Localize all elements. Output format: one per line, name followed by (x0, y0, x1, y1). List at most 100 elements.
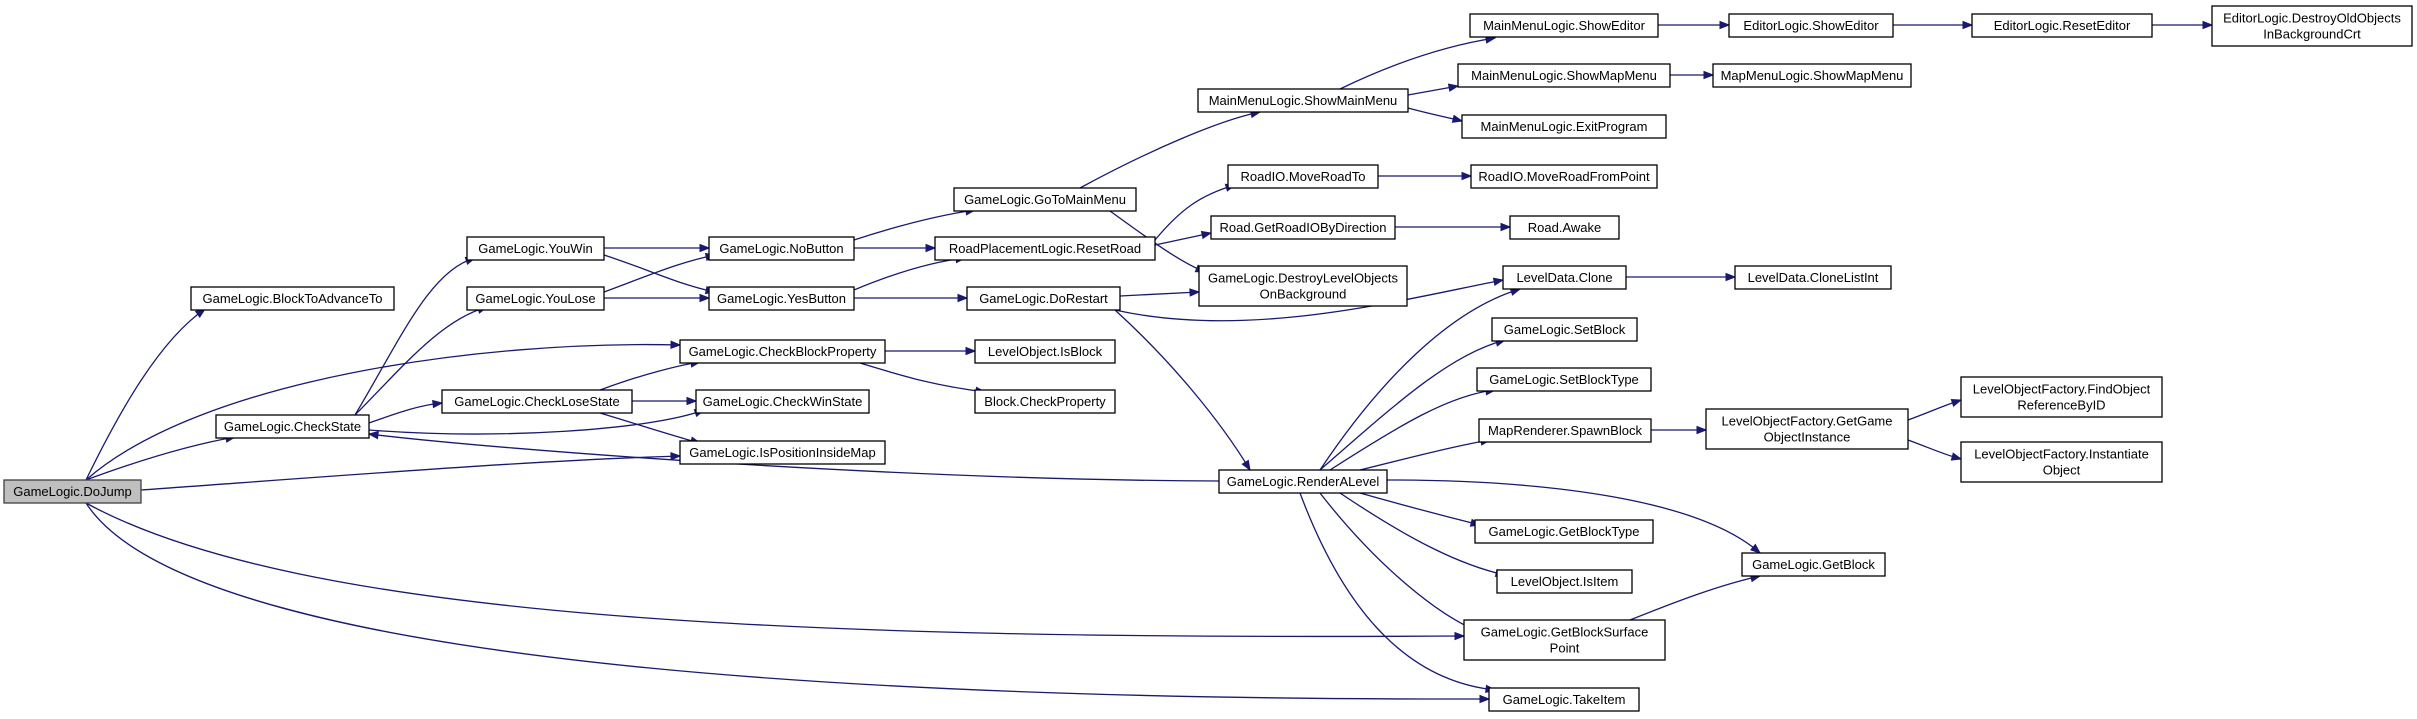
node-label: ObjectInstance (1764, 430, 1851, 445)
node-moveroadfrompoint[interactable]: RoadIO.MoveRoadFromPoint (1470, 164, 1658, 189)
edge-dorestart-to-leveldataclone (1114, 277, 1505, 322)
node-box (1734, 265, 1892, 290)
node-checklosestate[interactable]: GameLogic.CheckLoseState (441, 389, 633, 414)
node-renderalevel[interactable]: GameLogic.RenderALevel (1218, 469, 1388, 494)
edge-spawnblock-to-getgameobjectinstance (1651, 425, 1708, 435)
node-isitem[interactable]: LevelObject.IsItem (1496, 569, 1633, 594)
edge-youlose-to-nobutton (603, 252, 717, 293)
node-gotomainmenu[interactable]: GameLogic.GoToMainMenu (953, 187, 1137, 212)
node-label: GameLogic.DestroyLevelObjects (1208, 271, 1399, 286)
node-box (1210, 215, 1396, 240)
node-box (441, 389, 633, 414)
node-box (1461, 114, 1667, 139)
node-label: LevelObject.IsBlock (988, 344, 1103, 359)
node-showmapmenu[interactable]: MainMenuLogic.ShowMapMenu (1457, 63, 1671, 88)
edge-youwin-to-nobutton (604, 243, 711, 253)
node-box (1491, 317, 1638, 342)
edge-nobutton-to-resetroad (854, 243, 937, 253)
node-box (934, 236, 1156, 261)
node-setblock[interactable]: GameLogic.SetBlock (1491, 317, 1638, 342)
node-dojump[interactable]: GameLogic.DoJump (3, 479, 142, 504)
node-checkstate[interactable]: GameLogic.CheckState (215, 414, 370, 439)
node-box (1488, 687, 1640, 712)
node-box (1463, 619, 1666, 661)
edge-reseteditor-to-destroyoldobjects (2152, 20, 2214, 30)
call-graph-nodes: GameLogic.DoJump GameLogic.BlockToAdvance… (3, 5, 2413, 712)
node-destroyoldobjects[interactable]: EditorLogic.DestroyOldObjectsInBackgroun… (2211, 5, 2413, 47)
node-levelobjectisblock[interactable]: LevelObject.IsBlock (974, 339, 1116, 364)
node-dorestart[interactable]: GameLogic.DoRestart (966, 286, 1121, 311)
edge-checklosestate-to-checkblockproperty (599, 359, 702, 391)
node-box (966, 286, 1121, 311)
call-graph-edges (85, 20, 2214, 704)
node-label: GameLogic.CheckBlockProperty (689, 344, 877, 359)
node-leveldataclone[interactable]: LevelData.Clone (1502, 265, 1627, 290)
node-ispositioninsidemap[interactable]: GameLogic.IsPositionInsideMap (679, 440, 886, 465)
node-box (1469, 13, 1659, 38)
node-box (679, 339, 886, 364)
node-label: LevelData.Clone (1516, 270, 1612, 285)
node-youlose[interactable]: GameLogic.YouLose (466, 286, 605, 311)
node-destroylevelobjects[interactable]: GameLogic.DestroyLevelObjectsOnBackgroun… (1198, 265, 1408, 307)
node-box (1476, 367, 1652, 392)
node-getblock[interactable]: GameLogic.GetBlock (1741, 552, 1886, 577)
node-resetroad[interactable]: RoadPlacementLogic.ResetRoad (934, 236, 1156, 261)
node-label: Road.Awake (1528, 220, 1601, 235)
node-label: GameLogic.YouWin (478, 241, 592, 256)
node-label: LevelObjectFactory.FindObject (1973, 382, 2151, 397)
edge-renderalevel-to-getblocksurfacepoint (1319, 492, 1477, 631)
node-editorshoweditor[interactable]: EditorLogic.ShowEditor (1728, 13, 1894, 38)
node-label: GameLogic.RenderALevel (1227, 474, 1380, 489)
node-label: OnBackground (1260, 287, 1347, 302)
node-label: RoadPlacementLogic.ResetRoad (949, 241, 1141, 256)
node-mapmenushowmapmenu[interactable]: MapMenuLogic.ShowMapMenu (1712, 63, 1912, 88)
node-blocktoadvance[interactable]: GameLogic.BlockToAdvanceTo (190, 286, 395, 311)
node-exitprogram[interactable]: MainMenuLogic.ExitProgram (1461, 114, 1667, 139)
edge-renderalevel-to-takeitem (1299, 492, 1497, 694)
node-label: Point (1550, 641, 1580, 656)
node-getroadiobydirection[interactable]: Road.GetRoadIOByDirection (1210, 215, 1396, 240)
edge-resetroad-to-getroadiobydirection (1154, 230, 1213, 246)
edge-getblocksurfacepoint-to-getblock (1629, 574, 1762, 621)
node-takeitem[interactable]: GameLogic.TakeItem (1488, 687, 1640, 712)
node-checkwinstate[interactable]: GameLogic.CheckWinState (695, 389, 870, 414)
node-moveroadto[interactable]: RoadIO.MoveRoadTo (1227, 164, 1379, 189)
node-clonelistint[interactable]: LevelData.CloneListInt (1734, 265, 1892, 290)
node-reseteditor[interactable]: EditorLogic.ResetEditor (1971, 13, 2153, 38)
node-label: GameLogic.BlockToAdvanceTo (203, 291, 383, 306)
edge-leveldataclone-to-clonelistint (1626, 272, 1737, 282)
node-label: GameLogic.GetBlockSurface (1481, 625, 1649, 640)
node-blockcheckproperty[interactable]: Block.CheckProperty (974, 389, 1116, 414)
node-label: GameLogic.SetBlockType (1489, 372, 1639, 387)
node-label: GameLogic.SetBlock (1504, 322, 1626, 337)
edge-showmainmenu-to-showmapmenu (1407, 83, 1460, 96)
node-label: GameLogic.DoRestart (979, 291, 1108, 306)
node-box (1502, 265, 1627, 290)
node-youwin[interactable]: GameLogic.YouWin (466, 236, 605, 261)
node-label: LevelObject.IsItem (1511, 574, 1619, 589)
node-getblocktype[interactable]: GameLogic.GetBlockType (1474, 519, 1654, 544)
node-spawnblock[interactable]: MapRenderer.SpawnBlock (1478, 418, 1652, 443)
node-setblocktype[interactable]: GameLogic.SetBlockType (1476, 367, 1652, 392)
node-box (3, 479, 142, 504)
node-label: GameLogic.YouLose (475, 291, 595, 306)
node-label: GameLogic.CheckLoseState (454, 394, 619, 409)
node-box (1198, 265, 1408, 307)
node-showeditor[interactable]: MainMenuLogic.ShowEditor (1469, 13, 1659, 38)
edge-dojump-to-blocktoadvance (85, 308, 207, 481)
edge-dojump-to-checkstate (85, 434, 237, 481)
node-nobutton[interactable]: GameLogic.NoButton (708, 236, 855, 261)
node-yesbutton[interactable]: GameLogic.YesButton (708, 286, 855, 311)
node-roadawake[interactable]: Road.Awake (1509, 215, 1620, 240)
node-box (953, 187, 1137, 212)
node-findobjectreference[interactable]: LevelObjectFactory.FindObjectReferenceBy… (1960, 376, 2163, 418)
node-showmainmenu[interactable]: MainMenuLogic.ShowMainMenu (1197, 88, 1409, 113)
edge-dojump-to-takeitem (85, 502, 1491, 704)
node-checkblockproperty[interactable]: GameLogic.CheckBlockProperty (679, 339, 886, 364)
edge-yesbutton-to-resetroad (853, 255, 967, 291)
node-label: GameLogic.NoButton (719, 241, 843, 256)
